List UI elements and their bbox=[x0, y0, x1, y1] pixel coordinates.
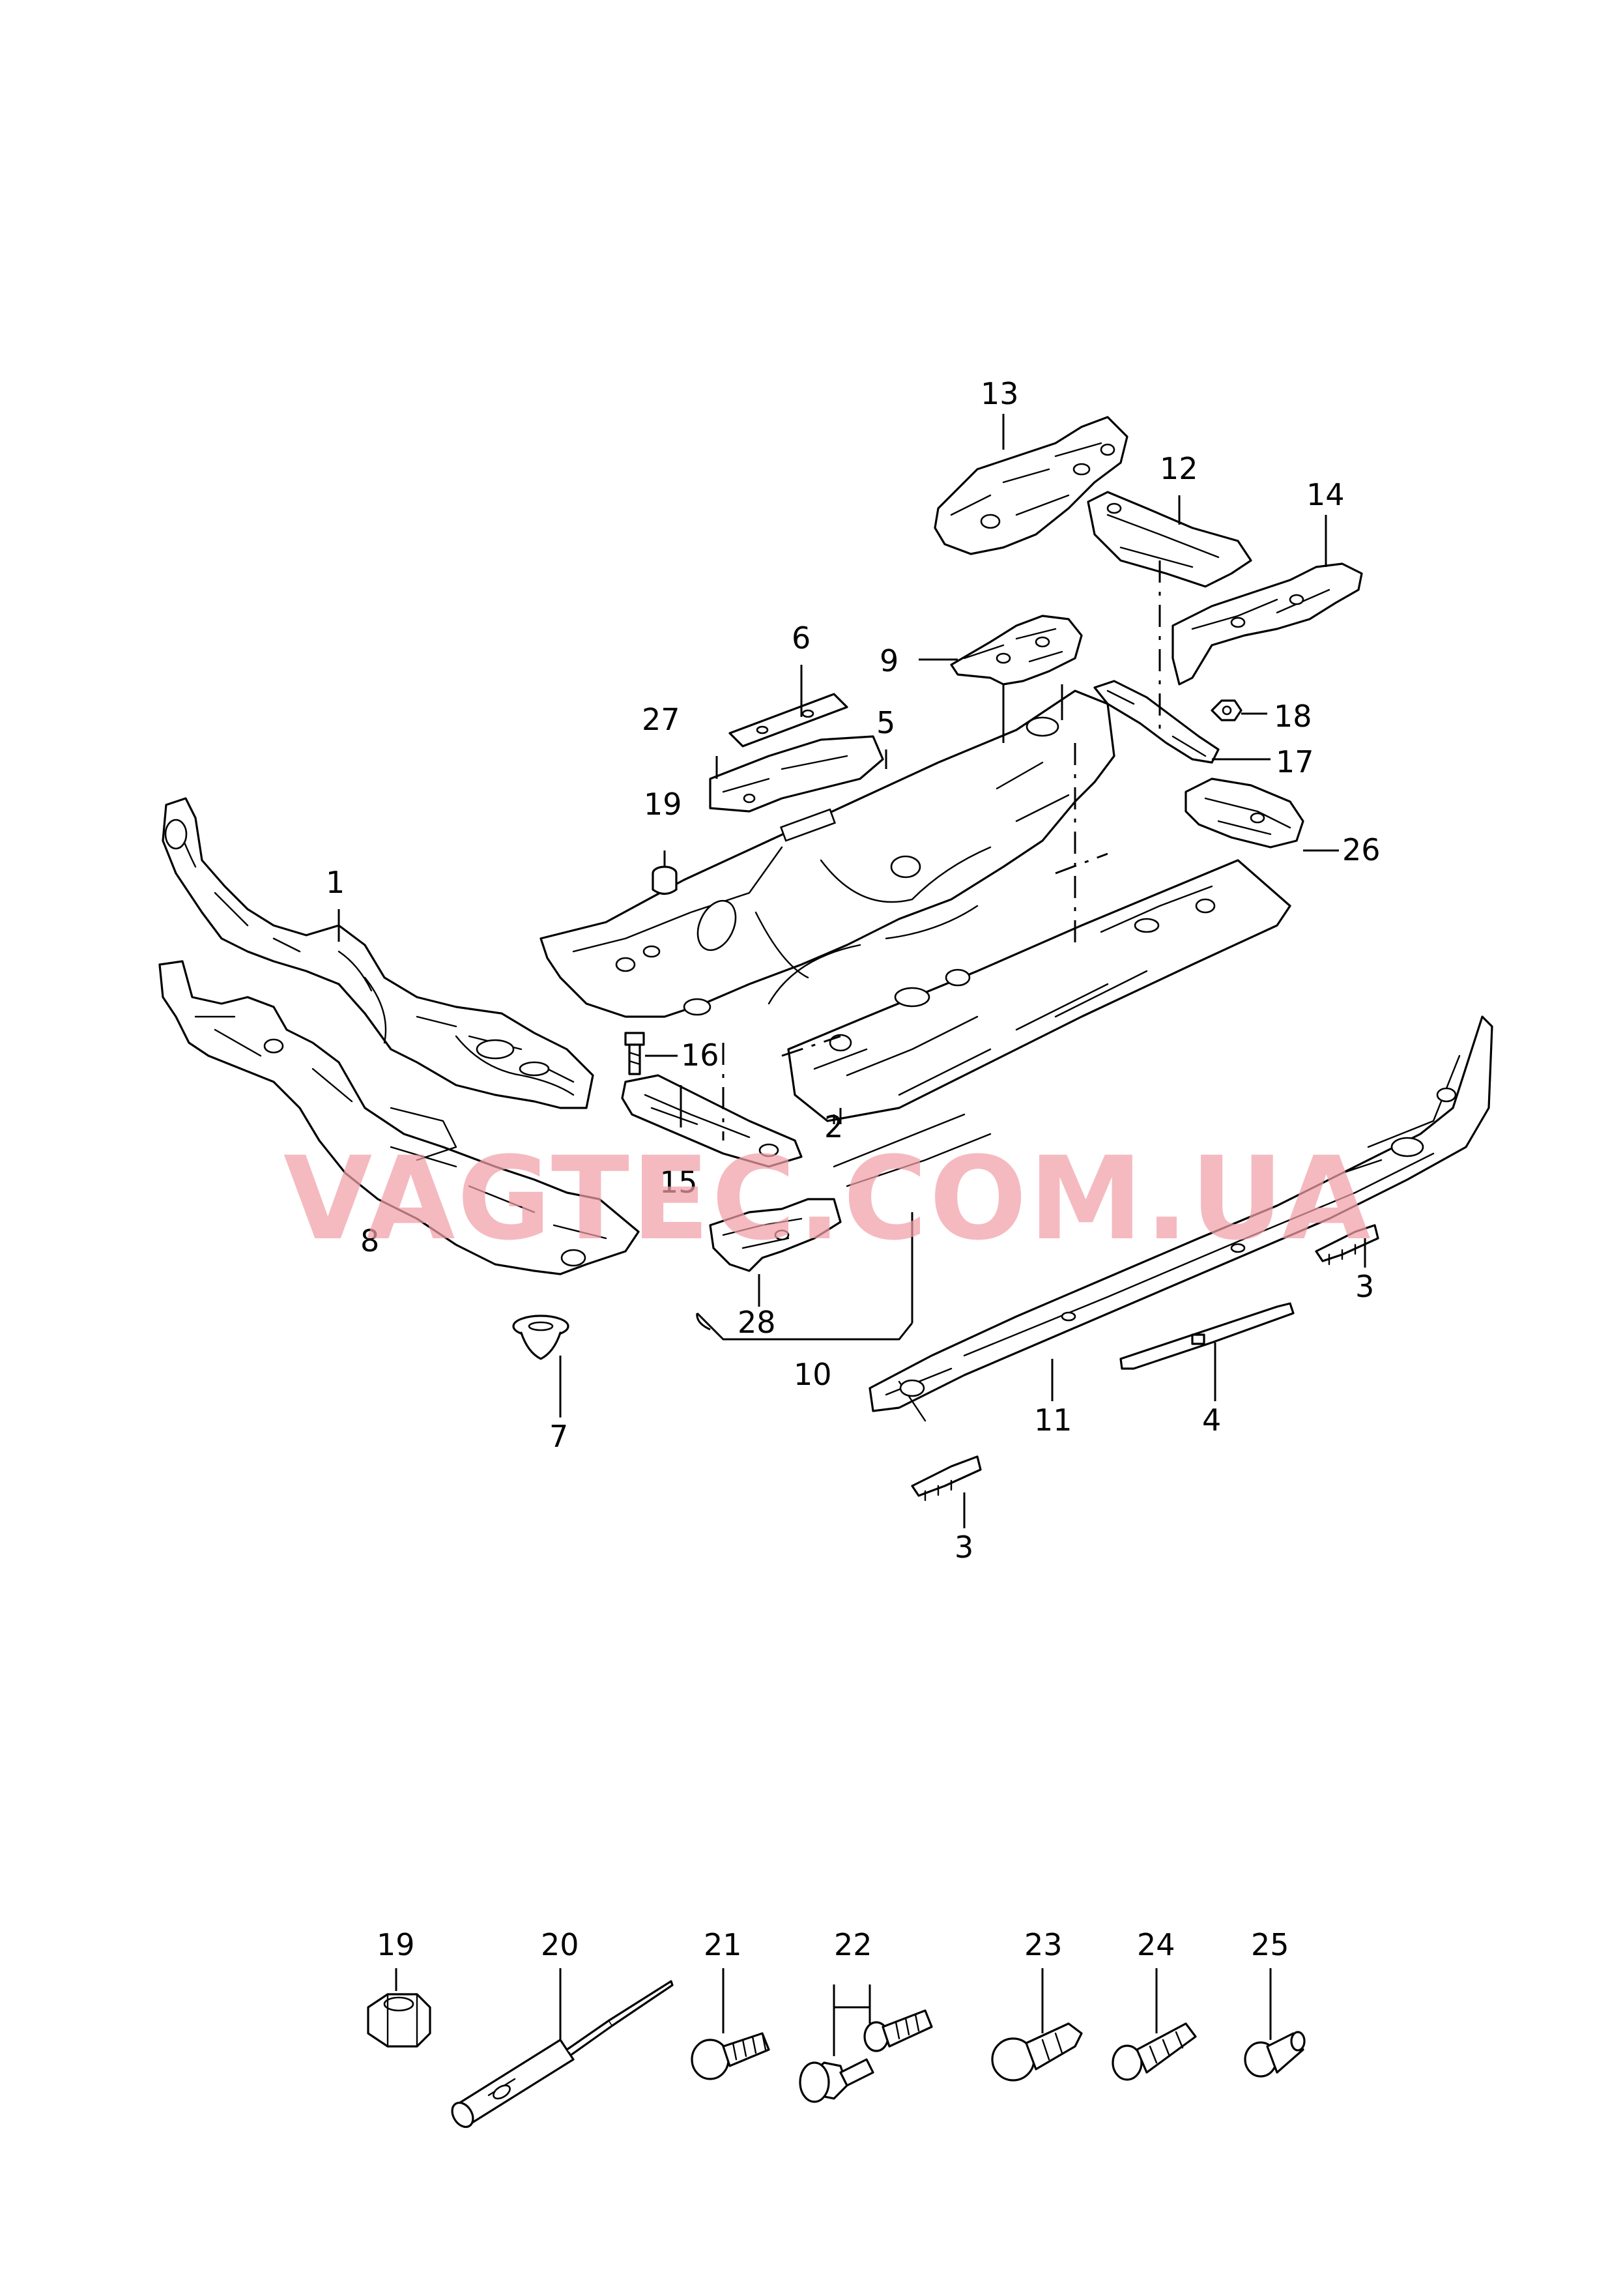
part-2-floor-pan bbox=[787, 859, 1291, 1122]
part-5-center-tunnel bbox=[539, 690, 1115, 1018]
callout-14: 14 bbox=[1306, 477, 1345, 512]
part-20-sealant-tube bbox=[451, 1980, 674, 2129]
part-28-bracket bbox=[709, 1198, 842, 1272]
callout-20: 20 bbox=[541, 1927, 579, 1962]
callout-13: 13 bbox=[981, 376, 1019, 411]
part-23-rivet bbox=[991, 2022, 1083, 2082]
callout-9: 9 bbox=[880, 643, 898, 678]
part-18-nut bbox=[1211, 699, 1242, 721]
part-7-grommet bbox=[512, 1315, 569, 1360]
callout-6: 6 bbox=[792, 620, 811, 656]
callout-10: 10 bbox=[794, 1357, 832, 1392]
part-4-strip bbox=[1119, 1302, 1295, 1370]
part-24-screw bbox=[1112, 2022, 1197, 2081]
callout-2: 2 bbox=[824, 1109, 843, 1144]
part-1-front-panel bbox=[162, 797, 594, 1109]
callout-3-bottom: 3 bbox=[955, 1530, 973, 1565]
callout-5: 5 bbox=[876, 705, 895, 740]
callout-19-hardware: 19 bbox=[377, 1927, 415, 1962]
leader-lines bbox=[338, 414, 1366, 1528]
part-9-bracket bbox=[950, 615, 1083, 686]
callout-18: 18 bbox=[1274, 699, 1312, 734]
part-22-stud bbox=[799, 2058, 874, 2103]
callout-19-upper: 19 bbox=[644, 787, 682, 822]
part-14-bracket bbox=[1171, 562, 1363, 686]
part-6-cover-plate bbox=[728, 693, 848, 748]
callout-22: 22 bbox=[834, 1927, 872, 1962]
callouts: 1 2 3 3 4 5 6 7 8 9 10 11 12 13 14 15 16… bbox=[326, 376, 1381, 1962]
part-3-clip-right bbox=[1315, 1224, 1379, 1266]
callout-16: 16 bbox=[681, 1038, 719, 1073]
callout-27: 27 bbox=[642, 702, 680, 737]
part-13-rear-member bbox=[934, 416, 1128, 555]
part-15-reinforcement bbox=[621, 1074, 803, 1168]
callout-3-right: 3 bbox=[1355, 1269, 1374, 1304]
part-21-screw bbox=[691, 2032, 770, 2080]
callout-23: 23 bbox=[1024, 1927, 1063, 1962]
part-16-bolt bbox=[624, 1032, 645, 1075]
callout-26: 26 bbox=[1342, 832, 1381, 867]
callout-17: 17 bbox=[1276, 744, 1314, 779]
callout-28: 28 bbox=[738, 1305, 776, 1340]
callout-4: 4 bbox=[1202, 1402, 1221, 1438]
part-3-clip-bottom bbox=[911, 1455, 982, 1502]
callout-24: 24 bbox=[1137, 1927, 1175, 1962]
callout-15: 15 bbox=[659, 1165, 698, 1200]
part-25-plug bbox=[1244, 2031, 1306, 2078]
part-12-cross-member bbox=[1087, 491, 1252, 588]
callout-1: 1 bbox=[326, 865, 345, 900]
callout-7: 7 bbox=[549, 1419, 568, 1454]
callout-21: 21 bbox=[704, 1927, 742, 1962]
part-27-bracket bbox=[709, 735, 884, 813]
callout-11: 11 bbox=[1034, 1402, 1072, 1438]
part-17-strap bbox=[1093, 680, 1220, 764]
part-19-nut-hardware bbox=[367, 1993, 431, 2048]
part-11-side-sill bbox=[833, 1015, 1493, 1422]
part-22-screw bbox=[863, 2009, 933, 2052]
assembly-lines bbox=[722, 560, 1161, 1141]
callout-12: 12 bbox=[1160, 451, 1198, 486]
part-26-bracket bbox=[1185, 777, 1304, 849]
callout-8: 8 bbox=[360, 1223, 379, 1258]
part-19-grommet-upper bbox=[652, 865, 678, 895]
hardware-leaders bbox=[395, 1968, 1272, 2056]
part-8-front-floor-member bbox=[158, 960, 640, 1275]
watermark-text: VAGTEC.COM.UA bbox=[283, 1132, 1373, 1266]
callout-25: 25 bbox=[1251, 1927, 1289, 1962]
